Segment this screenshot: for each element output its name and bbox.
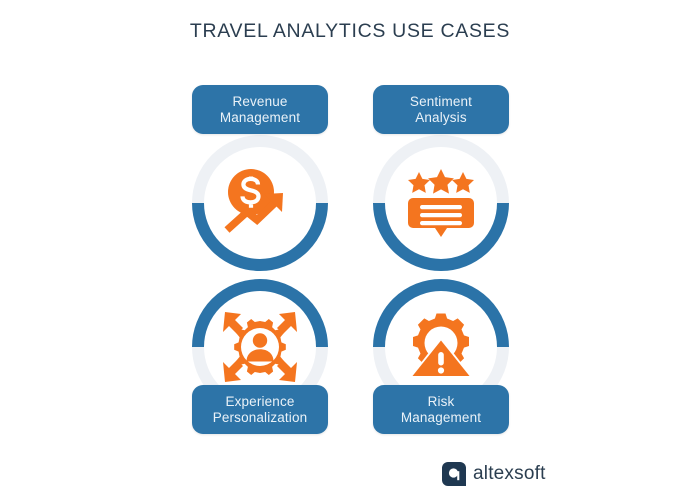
icon-dollar-growth-chart	[192, 135, 328, 271]
label-sentiment-analysis[interactable]: Sentiment Analysis	[373, 85, 509, 134]
page-title: TRAVEL ANALYTICS USE CASES	[189, 20, 511, 42]
label-text: Experience Personalization	[207, 394, 314, 426]
label-experience-personalization[interactable]: Experience Personalization	[192, 385, 328, 434]
icon-gear-person-arrows	[192, 279, 328, 415]
label-line-2: Analysis	[415, 109, 467, 125]
label-revenue-management[interactable]: Revenue Management	[192, 85, 328, 134]
label-line-1: Revenue	[232, 93, 288, 109]
label-risk-management[interactable]: Risk Management	[373, 385, 509, 434]
icon-stars-review-bubble	[373, 135, 509, 271]
label-text: Revenue Management	[214, 94, 306, 126]
label-line-2: Management	[219, 109, 301, 125]
label-line-1: Experience	[225, 393, 295, 409]
ring-sentiment-analysis	[373, 135, 509, 271]
card-revenue-management[interactable]: Revenue Management	[192, 85, 328, 285]
logo-wordmark: altexsoft	[473, 463, 546, 484]
label-line-2: Personalization	[212, 409, 308, 425]
card-risk-management[interactable]: Risk Management	[373, 279, 509, 479]
card-sentiment-analysis[interactable]: Sentiment Analysis	[373, 85, 509, 285]
altexsoft-logo[interactable]: altexsoft	[442, 462, 546, 486]
altexsoft-logomark-icon	[442, 462, 466, 486]
ring-revenue-management	[192, 135, 328, 271]
label-line-1: Sentiment	[409, 93, 473, 109]
label-text: Risk Management	[395, 394, 487, 426]
icon-gear-warning-triangle	[373, 279, 509, 415]
label-line-1: Risk	[427, 393, 455, 409]
label-line-2: Management	[400, 409, 482, 425]
label-text: Sentiment Analysis	[404, 94, 478, 126]
card-experience-personalization[interactable]: Experience Personalization	[192, 279, 328, 479]
